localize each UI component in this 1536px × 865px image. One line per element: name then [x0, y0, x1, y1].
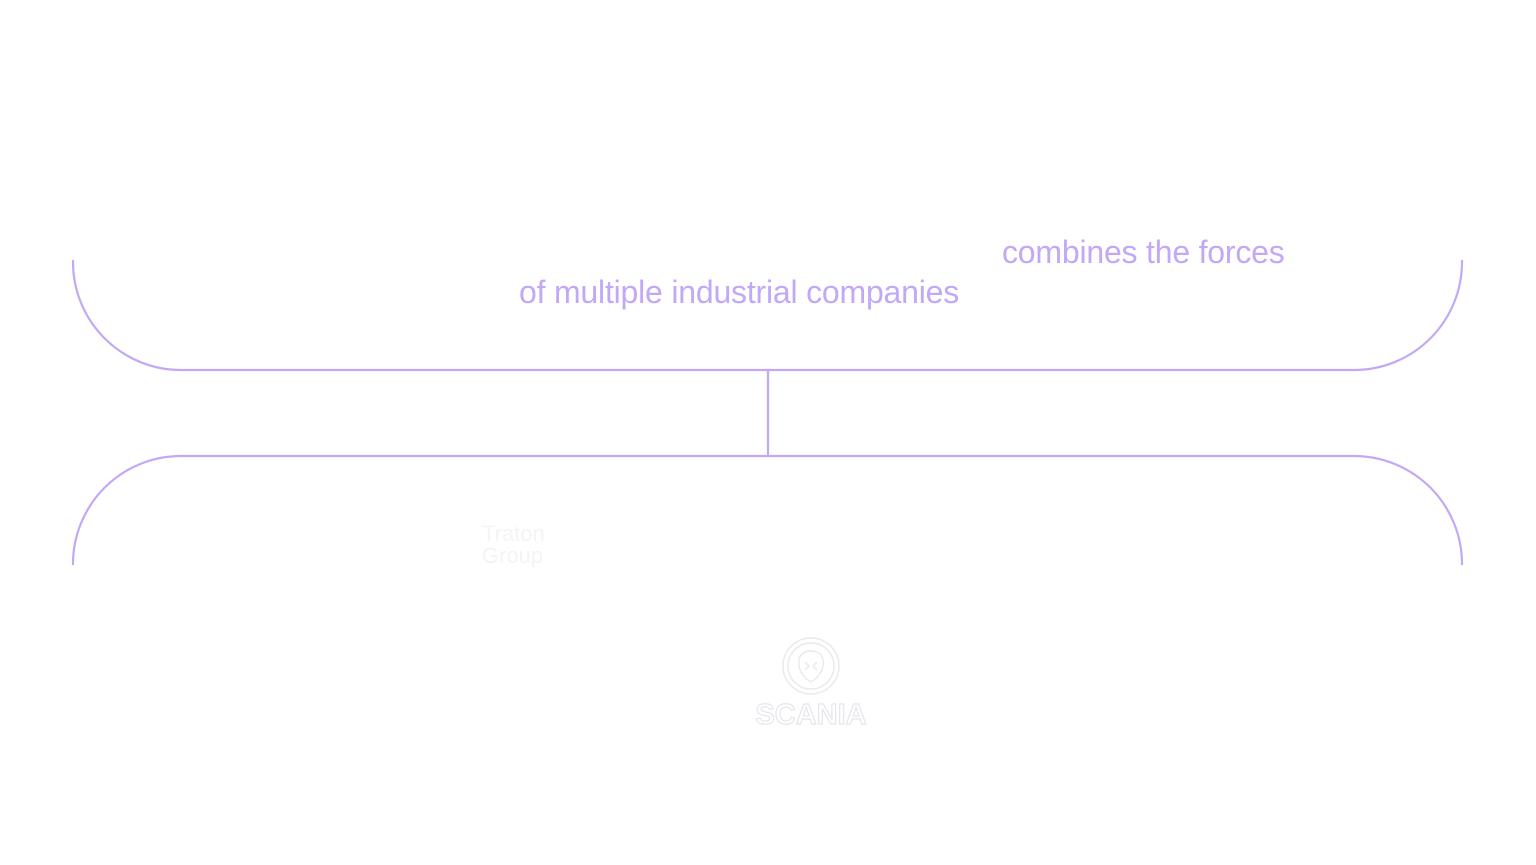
scania-wordmark: SCANIA	[755, 699, 866, 728]
headline-line-1: combines the forces	[1002, 234, 1285, 270]
bottom-bracket	[71, 454, 1464, 565]
headline-line-2: of multiple industrial companies	[519, 274, 960, 310]
scania-logo	[782, 637, 840, 695]
group-label-line-1: Traton	[482, 521, 545, 546]
scania-griffin-icon	[782, 637, 840, 695]
scania-wordmark-graphic: SCANIA	[755, 698, 867, 728]
group-label-line-2: Group	[482, 543, 544, 568]
group-label: Traton Group	[482, 523, 545, 567]
